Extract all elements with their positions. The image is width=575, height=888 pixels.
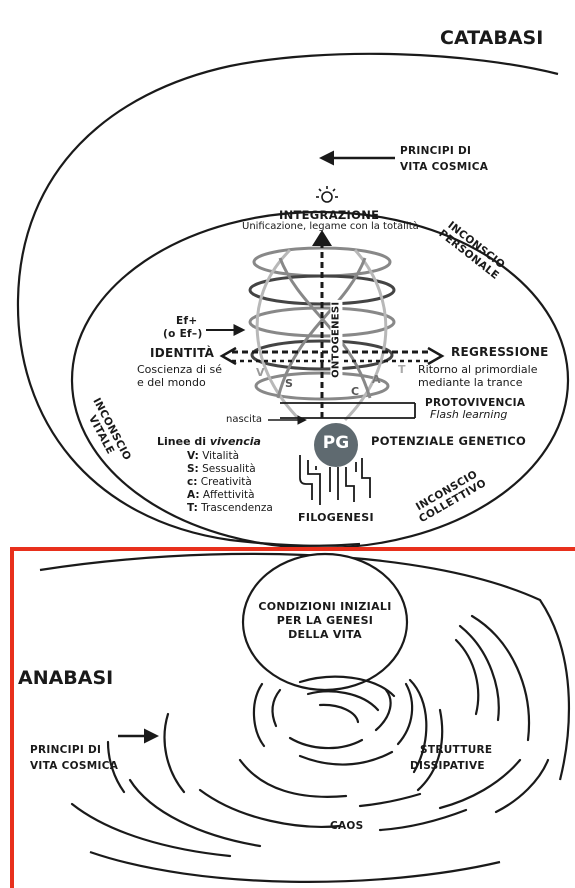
legend-item: S: Sessualità [187,463,273,476]
linee-vivencia-title: Linee di vivencia [157,435,261,449]
helix-letter-s: S [285,377,293,390]
principi-top-line2: VITA COSMICA [400,161,489,173]
identita-sub1: Coscienza di sé [137,363,223,376]
filogenesi-label: FILOGENESI [298,511,374,524]
anabasi-frame [10,547,575,888]
legend-value: Vitalità [202,450,240,462]
legend-value: Sessualità [202,463,256,475]
regressione-arrowhead [427,346,445,366]
regressione-title: REGRESSIONE [451,345,549,359]
caos-label: CAOS [330,820,364,832]
filogenesi-roots [299,455,371,505]
anabasi-curve [39,552,571,781]
potenziale-genetico-label: POTENZIALE GENETICO [371,434,527,448]
flash-learning-label: Flash learning [430,408,508,421]
pg-circle [314,423,358,467]
condizioni-line1: CONDIZIONI INIZIALI [258,600,392,613]
legend-item: A: Affettività [187,489,273,502]
helix-letter-a: A [372,373,381,386]
sun-icon [316,186,338,203]
protovivencia-label: PROTOVIVENCIA [425,397,526,409]
principi-top-line1: PRINCIPI DI [400,145,472,157]
integrazione-subtitle: Unificazione, legame con la totalità [242,221,419,232]
condizioni-circle [241,552,409,692]
pg-label: PG [322,433,350,453]
condizioni-label: CONDIZIONI INIZIALI PER LA GENESI DELLA … [258,600,392,642]
legend-key: S: [187,463,199,475]
legend-item: T: Trascendenza [187,502,273,515]
legend-key: T: [187,502,198,514]
legend-key: c: [187,476,198,488]
legend-value: Trascendenza [201,502,273,514]
strutture-line2: DISSIPATIVE [410,760,485,772]
legend-value: Creatività [200,476,252,488]
catabasi-title: CATABASI [440,27,544,49]
condizioni-line3: DELLA VITA [288,628,362,641]
ontogenesi-label: ONTOGENESI [330,299,342,380]
regressione-sub2: mediante la trance [418,376,523,389]
regressione-sub1: Ritorno al primordiale [418,363,538,376]
linee-prefix: Linee di [157,435,210,448]
legend-key: V: [187,450,199,462]
integrazione-title: INTEGRAZIONE [279,208,380,222]
identita-title: IDENTITÀ [150,346,215,360]
anabasi-bottom-curve [89,850,501,883]
ontogenesi-arrowhead [312,230,332,246]
legend-value: Affettività [202,489,255,501]
legend-item: c: Creatività [187,476,273,489]
anabasi-title: ANABASI [18,667,114,689]
linee-em: vivencia [209,435,261,448]
principi-bottom-line1: PRINCIPI DI [30,744,102,756]
vivencia-legend: V: Vitalità S: Sessualità c: Creatività … [187,450,273,515]
helix-letter-c: C [351,385,360,398]
helix-letter-t: T [398,363,406,376]
helix-letter-v: V [256,366,265,379]
identita-arrowhead [219,346,237,366]
ef-label-line1: Ef+ [176,315,198,327]
chaos-arcs [70,614,550,858]
principi-bottom-line2: VITA COSMICA [30,760,119,772]
ef-label-line2: (o Ef–) [163,328,203,340]
legend-item: V: Vitalità [187,450,273,463]
legend-key: A: [187,489,200,501]
strutture-line1: STRUTTURE [420,744,493,756]
identita-sub2: e del mondo [137,376,206,389]
condizioni-line2: PER LA GENESI [276,614,374,627]
catabasi-outer-curve [16,52,559,547]
nascita-label: nascita [226,414,263,425]
